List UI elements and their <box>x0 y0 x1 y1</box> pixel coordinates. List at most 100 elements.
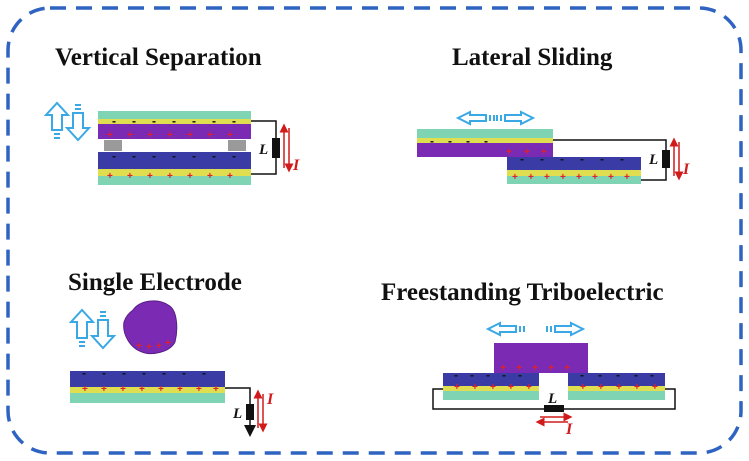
left-electrode-layer <box>443 386 539 391</box>
svg-text:+: + <box>146 342 152 353</box>
svg-text:+: + <box>598 382 604 393</box>
svg-text:-: - <box>560 152 564 166</box>
svg-text:-: - <box>470 368 474 382</box>
current-label: I <box>292 157 300 174</box>
svg-text:+: + <box>528 172 534 183</box>
load-label: L <box>232 406 242 422</box>
panel-title-vertical-separation: Vertical Separation <box>55 44 262 71</box>
top-dielectric-layer <box>417 143 553 157</box>
svg-text:+: + <box>516 363 522 374</box>
horizontal-motion-arrows-icon <box>485 321 586 337</box>
svg-text:+: + <box>541 147 547 158</box>
svg-text:-: - <box>192 114 196 128</box>
svg-text:+: + <box>167 171 173 182</box>
bottom-dielectric-layer <box>507 157 641 170</box>
bottom-electrode-layer <box>98 169 251 176</box>
dielectric-layer <box>70 371 225 387</box>
right-teal-layer <box>568 391 665 400</box>
svg-text:+: + <box>147 130 153 141</box>
svg-text:-: - <box>102 366 106 380</box>
svg-text:-: - <box>172 149 176 163</box>
bottom-dielectric-layer <box>98 152 251 169</box>
svg-text:+: + <box>524 147 530 158</box>
positive-charges: ++ ++ + <box>500 363 570 374</box>
svg-text:-: - <box>540 152 544 166</box>
vertical-motion-arrows-icon <box>43 101 92 142</box>
negative-charges: -- -- -- - -- -- -- - <box>112 114 236 163</box>
svg-text:+: + <box>652 382 658 393</box>
svg-text:-: - <box>232 149 236 163</box>
svg-text:-: - <box>454 368 458 382</box>
svg-text:-: - <box>202 366 206 380</box>
svg-text:+: + <box>227 171 233 182</box>
svg-text:-: - <box>650 368 654 382</box>
svg-text:+: + <box>107 171 113 182</box>
svg-text:+: + <box>576 172 582 183</box>
svg-text:-: - <box>112 114 116 128</box>
svg-text:+: + <box>196 384 202 395</box>
svg-text:-: - <box>580 368 584 382</box>
panel-lateral-sliding: Lateral Sliding -- -- -- -- -- ++ + + <box>417 44 690 184</box>
right-dielectric-layer <box>568 373 665 386</box>
svg-text:+: + <box>187 171 193 182</box>
svg-text:+: + <box>454 382 460 393</box>
horizontal-motion-arrows-icon <box>455 110 536 126</box>
svg-text:+: + <box>207 171 213 182</box>
svg-text:-: - <box>466 134 470 148</box>
negative-charges: -- -- -- -- -- <box>430 134 624 166</box>
dashed-frame <box>6 6 743 455</box>
svg-text:-: - <box>182 366 186 380</box>
electrode-layer <box>70 387 225 393</box>
left-teal-layer <box>443 391 539 400</box>
svg-text:+: + <box>227 130 233 141</box>
positive-charges: ++ ++ + ++ ++ + <box>454 382 658 393</box>
svg-text:+: + <box>508 382 514 393</box>
vertical-motion-arrows-icon <box>68 308 117 350</box>
svg-text:+: + <box>139 384 145 395</box>
svg-text:+: + <box>548 363 554 374</box>
svg-text:+: + <box>532 363 538 374</box>
svg-text:+: + <box>101 384 107 395</box>
panel-title-single-electrode: Single Electrode <box>68 269 242 296</box>
svg-text:+: + <box>177 384 183 395</box>
svg-text:+: + <box>107 130 113 141</box>
svg-text:+: + <box>564 363 570 374</box>
svg-text:+: + <box>472 382 478 393</box>
panel-title-freestanding-triboelectric: Freestanding Triboelectric <box>381 279 664 306</box>
svg-text:-: - <box>634 368 638 382</box>
spacer-left <box>104 140 122 151</box>
svg-text:+: + <box>147 171 153 182</box>
panel-freestanding-triboelectric: Freestanding Triboelectric ++ ++ + -- --… <box>381 279 676 438</box>
current-label: I <box>682 161 690 178</box>
svg-text:+: + <box>592 172 598 183</box>
svg-text:+: + <box>490 382 496 393</box>
svg-text:-: - <box>232 114 236 128</box>
right-electrode-layer <box>568 386 665 391</box>
svg-text:+: + <box>624 172 630 183</box>
svg-text:+: + <box>616 382 622 393</box>
bottom-teal-layer <box>98 176 251 185</box>
bottom-electrode-layer <box>507 170 641 176</box>
positive-charges: ++ ++ ++ + ++ ++ ++ + <box>107 130 233 182</box>
left-dielectric-layer <box>443 373 539 386</box>
svg-text:-: - <box>430 134 434 148</box>
svg-text:-: - <box>484 134 488 148</box>
svg-text:+: + <box>165 338 171 349</box>
positive-charges: ++ ++ <box>136 338 171 353</box>
svg-text:+: + <box>127 130 133 141</box>
top-electrode-layer <box>98 119 251 124</box>
svg-text:+: + <box>506 147 512 158</box>
load-label: L <box>258 142 268 158</box>
spacer-right <box>228 140 246 151</box>
svg-text:+: + <box>580 382 586 393</box>
positive-charges: ++ + ++ ++ ++ ++ <box>506 147 630 183</box>
svg-text:+: + <box>544 172 550 183</box>
svg-text:+: + <box>608 172 614 183</box>
load-label: L <box>648 152 658 168</box>
svg-text:+: + <box>213 384 219 395</box>
panel-single-electrode: Single Electrode ++ ++ -- -- -- - ++ ++ … <box>68 269 274 437</box>
negative-charges: -- -- -- - <box>82 366 206 380</box>
svg-text:-: - <box>152 114 156 128</box>
svg-text:+: + <box>82 384 88 395</box>
